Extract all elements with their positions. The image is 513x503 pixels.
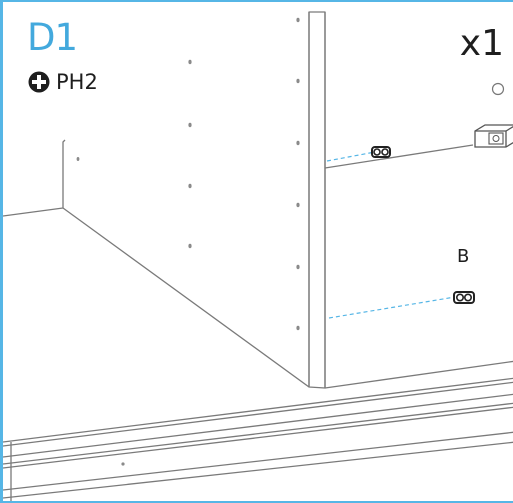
step-number: D1 [27,16,78,59]
phillips-screwdriver-icon [28,71,50,93]
left-side-panel [3,139,66,217]
base-rail-top [3,377,513,443]
cam-dowel-icon [453,291,475,304]
tool-label: PH2 [56,69,98,94]
washer-ring-icon [491,82,505,96]
quantity-label: x1 [459,23,504,64]
shelf-edge [324,144,474,169]
part-label: B [457,246,470,267]
cam-dowel-icon [371,146,391,158]
pin-holes [76,17,300,466]
cam-lock-housing-icon [474,124,513,148]
panel-bottom-edge [62,207,310,388]
furniture-assembly-drawing [3,11,513,501]
upright-panel [308,11,326,389]
tool-requirement: PH2 [28,71,98,93]
insertion-guides [326,151,456,319]
